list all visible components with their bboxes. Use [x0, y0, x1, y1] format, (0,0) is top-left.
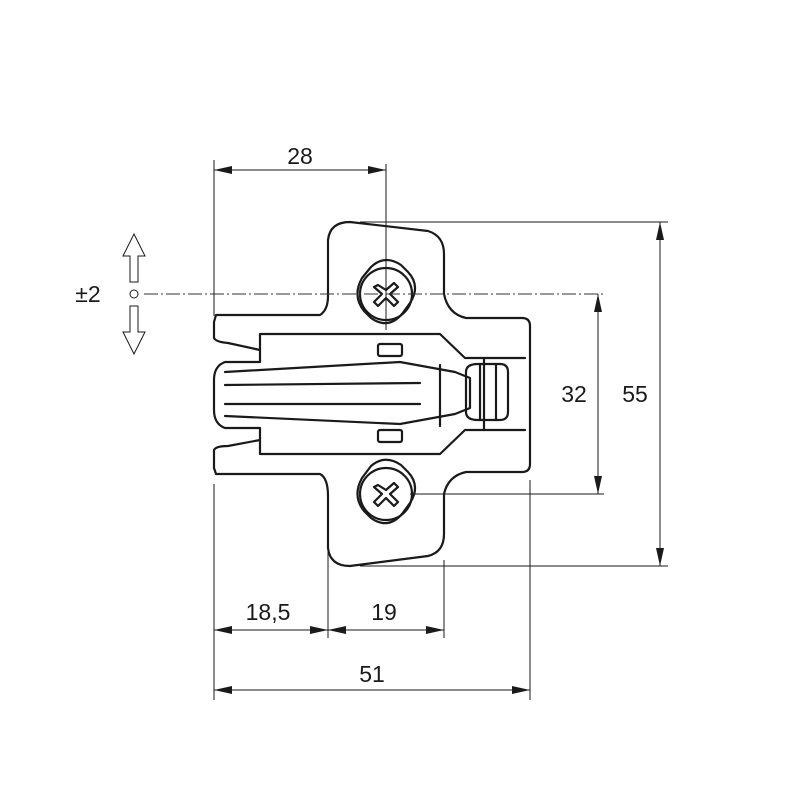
adjustment-label: ±2	[75, 281, 100, 307]
upper-tab	[376, 342, 404, 358]
mounting-plate	[212, 220, 532, 568]
bottom-screw-cross-icon	[372, 481, 400, 508]
lower-tab	[376, 428, 404, 444]
dimension-55-label: 55	[622, 381, 648, 407]
dimension-32-label: 32	[561, 381, 587, 407]
dimension-51-label: 51	[359, 661, 385, 687]
adjustment-center-circle	[129, 289, 139, 299]
eccentric-cam	[464, 362, 510, 422]
dimension-18-5: 18,5	[214, 599, 328, 634]
dimension-28-label: 28	[287, 143, 313, 169]
bottom-screw	[356, 458, 417, 525]
slide-rail	[223, 360, 472, 426]
plate-channel-top	[258, 332, 527, 360]
height-adjustment-indicator: ±2	[75, 232, 146, 356]
arrow-up-icon	[122, 232, 146, 283]
arrow-down-icon	[122, 305, 146, 356]
dimension-19-label: 19	[371, 599, 397, 625]
dimension-32: 32	[561, 294, 602, 494]
dimension-51: 51	[214, 661, 530, 694]
dimension-28: 28	[214, 143, 386, 174]
dimension-19: 19	[328, 599, 444, 634]
center-lines	[144, 160, 668, 700]
dimension-18-5-label: 18,5	[246, 599, 291, 625]
plate-outline	[212, 220, 532, 568]
dimension-55: 55	[622, 222, 664, 566]
